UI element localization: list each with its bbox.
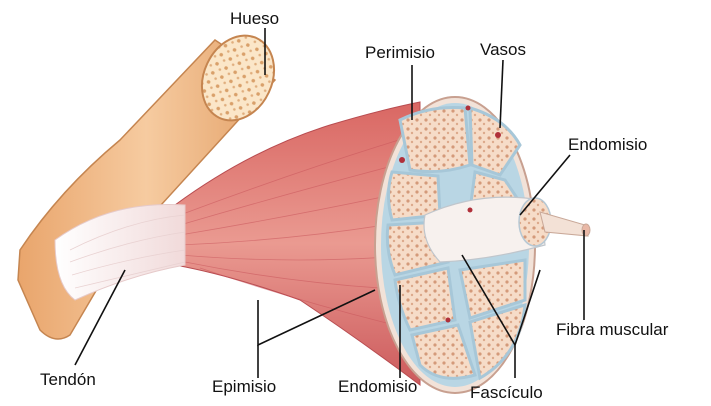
- vessel-dot: [399, 157, 405, 163]
- label-vasos: Vasos: [480, 40, 526, 59]
- leader-vasos: [500, 60, 503, 128]
- vessel-dot: [495, 132, 501, 138]
- fascicle: [400, 108, 470, 172]
- muscle-cross-section: [375, 97, 590, 393]
- label-hueso: Hueso: [230, 9, 279, 28]
- label-fasciculo: Fascículo: [470, 383, 543, 402]
- label-endomisio-top: Endomisio: [568, 135, 647, 154]
- vessel-dot: [468, 208, 473, 213]
- label-tendon: Tendón: [40, 370, 96, 389]
- label-fibra-muscular: Fibra muscular: [556, 320, 669, 339]
- label-perimisio: Perimisio: [365, 43, 435, 62]
- muscle-fiber: [540, 212, 588, 236]
- vessel-dot: [466, 106, 471, 111]
- label-epimisio: Epimisio: [212, 377, 276, 396]
- label-endomisio-bottom: Endomisio: [338, 377, 417, 396]
- vessel-dot: [446, 318, 451, 323]
